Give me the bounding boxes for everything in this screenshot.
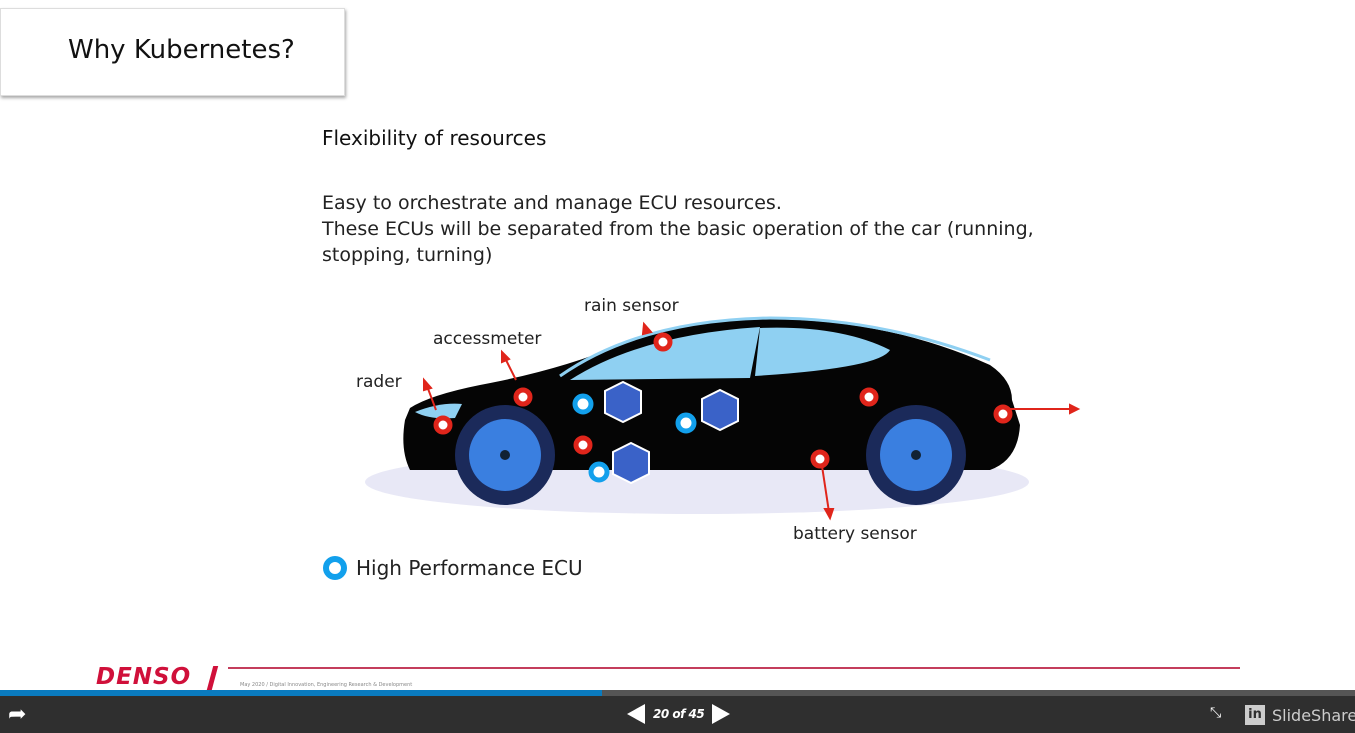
progress-fill: [0, 690, 602, 696]
previous-slide-icon[interactable]: [627, 704, 645, 724]
body-line: These ECUs will be separated from the ba…: [322, 218, 1034, 240]
label-rader: rader: [356, 372, 402, 392]
slide-title: Why Kubernetes?: [68, 35, 295, 65]
slide-heading: Flexibility of resources: [322, 126, 547, 150]
next-slide-icon[interactable]: [712, 704, 731, 724]
viewer-toolbar: ➦ 20 of 45 ⤡ in SlideShare: [0, 696, 1355, 733]
progress-bar[interactable]: [0, 690, 1355, 696]
label-rain-sensor: rain sensor: [584, 296, 679, 316]
legend: High Performance ECU: [323, 556, 583, 580]
pager: 20 of 45: [627, 704, 731, 724]
slide-body: Easy to orchestrate and manage ECU resou…: [322, 190, 1062, 268]
footer-text: May 2020 / Digital Innovation, Engineeri…: [240, 682, 413, 688]
exit-fullscreen-icon[interactable]: ⤡: [1210, 705, 1222, 721]
body-line: stopping, turning): [322, 244, 493, 266]
label-accessmeter: accessmeter: [433, 329, 542, 349]
linkedin-icon[interactable]: in: [1245, 705, 1265, 725]
footer-divider: [228, 667, 1240, 669]
body-line: Easy to orchestrate and manage ECU resou…: [322, 192, 782, 214]
denso-logo: DENSO: [96, 664, 192, 690]
car-illustration: [365, 316, 1081, 521]
legend-label: High Performance ECU: [356, 556, 583, 580]
front-wheel: [455, 405, 555, 505]
page-indicator: 20 of 45: [653, 707, 705, 721]
slideshare-logo[interactable]: SlideShare: [1272, 706, 1355, 725]
label-battery-sensor: battery sensor: [793, 524, 917, 544]
slide-title-box: Why Kubernetes?: [0, 8, 345, 96]
ecu-dot-icon: [323, 556, 347, 580]
rear-wheel: [866, 405, 966, 505]
share-icon[interactable]: ➦: [8, 702, 27, 727]
